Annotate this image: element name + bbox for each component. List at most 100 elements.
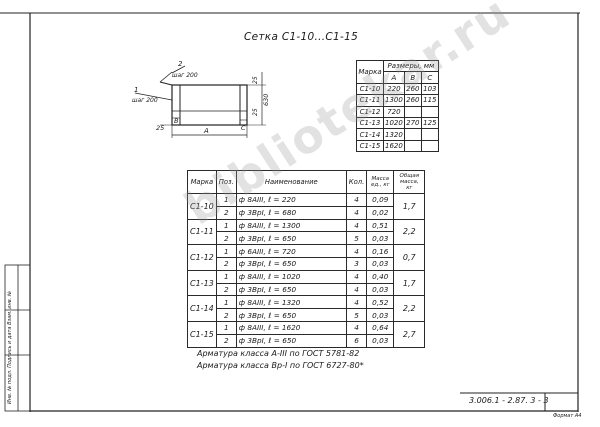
drawing-dim-25-rb: 25 [252, 108, 259, 116]
spec-cell-mass: 0,03 [366, 333, 395, 348]
sizes-cell-b [403, 105, 422, 118]
spec-cell-pos: 1 [215, 320, 237, 335]
drawing-dim-a: A [203, 127, 209, 135]
mesh-outline [171, 84, 248, 126]
side-stamp-box [4, 264, 31, 412]
spec-cell-name: ф 3ВрI, ℓ = 650 [235, 231, 347, 246]
spec-header-mass-total: Общая масса, кг [393, 170, 426, 194]
spec-header-marka: Марка [187, 170, 217, 194]
spec-cell-pos: 2 [215, 231, 237, 246]
sizes-cell-b [403, 128, 422, 141]
sizes-cell-a: 1320 [383, 128, 405, 141]
spec-cell-name: ф 3ВрI, ℓ = 650 [235, 333, 347, 348]
spec-cell-kol: 4 [345, 320, 368, 335]
spec-cell-kol: 6 [345, 333, 368, 348]
sizes-cell-c [420, 128, 439, 141]
spec-cell-name: ф 8АIII, ℓ = 1020 [235, 269, 347, 284]
mesh-slant-top [159, 71, 173, 83]
spec-cell-pos: 2 [215, 308, 237, 322]
mesh-slant [159, 81, 173, 86]
spec-header-name: Наименование [235, 170, 347, 194]
spec-cell-marka: С1-12 [187, 244, 217, 271]
spec-cell-kol: 5 [345, 308, 368, 322]
sizes-cell-c: 125 [420, 116, 439, 130]
spec-cell-name: ф 6АIII, ℓ = 720 [235, 244, 347, 258]
spec-cell-name: ф 8АIII, ℓ = 1320 [235, 295, 347, 310]
spec-cell-kol: 4 [345, 269, 368, 284]
sizes-cell-b [403, 139, 422, 153]
spec-cell-pos: 2 [215, 256, 237, 271]
spec-cell-mass: 0,03 [366, 282, 395, 297]
spec-header-kol: Кол. [345, 170, 368, 194]
spec-cell-pos: 1 [215, 244, 237, 258]
drawing-label-2: 2 [178, 60, 183, 68]
note-2: Арматура класса Вр-I по ГОСТ 6727-80* [197, 361, 364, 370]
spec-cell-total: 2,2 [393, 218, 426, 246]
spec-header-pos: Поз. [215, 170, 237, 194]
spec-table: Марка Поз. Наименование Кол. Масса ед., … [187, 170, 426, 348]
sizes-cell-c: 115 [420, 94, 439, 107]
sizes-cell-c [420, 105, 439, 118]
spec-cell-total: 0,7 [393, 244, 426, 271]
spec-cell-pos: 1 [215, 269, 237, 284]
sizes-col-c: C [420, 71, 439, 84]
sizes-cell-c [420, 139, 439, 153]
spec-cell-kol: 3 [345, 256, 368, 271]
spec-cell-mass: 0,02 [366, 205, 395, 220]
drawing-step-left: шаг 200 [132, 97, 158, 104]
sizes-header-row: Марка Размеры, мм [356, 59, 439, 84]
spec-cell-marka: С1-11 [187, 218, 217, 246]
spec-cell-name: ф 3ВрI, ℓ = 650 [235, 256, 347, 271]
doc-code: 3.006.1 - 2.87. 3 - 3 [469, 396, 549, 405]
spec-cell-total: 2,7 [393, 320, 426, 348]
format-label: Формат А4 [553, 413, 582, 419]
spec-cell-pos: 1 [215, 295, 237, 310]
spec-cell-total: 2,2 [393, 295, 426, 322]
spec-cell-mass: 0,52 [366, 295, 395, 310]
spec-cell-kol: 5 [345, 231, 368, 246]
spec-cell-name: ф 3ВрI, ℓ = 680 [235, 205, 347, 220]
spec-cell-mass: 0,03 [366, 308, 395, 322]
drawing-dim-b: B [174, 117, 179, 125]
spec-cell-mass: 0,64 [366, 320, 395, 335]
spec-cell-mass: 0,40 [366, 269, 395, 284]
page-title: Сетка С1-10...С1-15 [244, 31, 359, 43]
sizes-cell-marka: С1-15 [356, 139, 384, 153]
spec-cell-kol: 4 [345, 205, 368, 220]
drawing-step-top: шаг 200 [172, 72, 198, 79]
spec-cell-mass: 0,16 [366, 244, 395, 258]
drawing-dim-25-left: 25 [156, 124, 164, 132]
spec-cell-name: ф 8АIII, ℓ = 1620 [235, 320, 347, 335]
spec-cell-name: ф 3ВрI, ℓ = 650 [235, 282, 347, 297]
spec-cell-mass: 0,03 [366, 256, 395, 271]
leader-1 [134, 92, 173, 101]
sizes-cell-b: 270 [403, 116, 422, 130]
spec-cell-name: ф 8АIII, ℓ = 220 [235, 193, 347, 207]
drawing-dim-c: C [241, 124, 246, 132]
drawing-dim-630: 630 [262, 94, 270, 106]
side-stamp-text: Инв. № подл. Подпись и дата Взам. инв. № [7, 290, 13, 404]
mesh-drawing [134, 65, 266, 138]
spec-cell-total: 1,7 [393, 193, 426, 220]
spec-cell-mass: 0,09 [366, 193, 395, 207]
spec-cell-name: ф 3ВрI, ℓ = 650 [235, 308, 347, 322]
spec-header-row: Марка Поз. Наименование Кол. Масса ед., … [187, 170, 426, 194]
leader-2 [171, 65, 186, 74]
spec-cell-name: ф 8АIII, ℓ = 1300 [235, 218, 347, 233]
spec-cell-marka: С1-15 [187, 320, 217, 348]
spec-cell-total: 1,7 [393, 269, 426, 297]
